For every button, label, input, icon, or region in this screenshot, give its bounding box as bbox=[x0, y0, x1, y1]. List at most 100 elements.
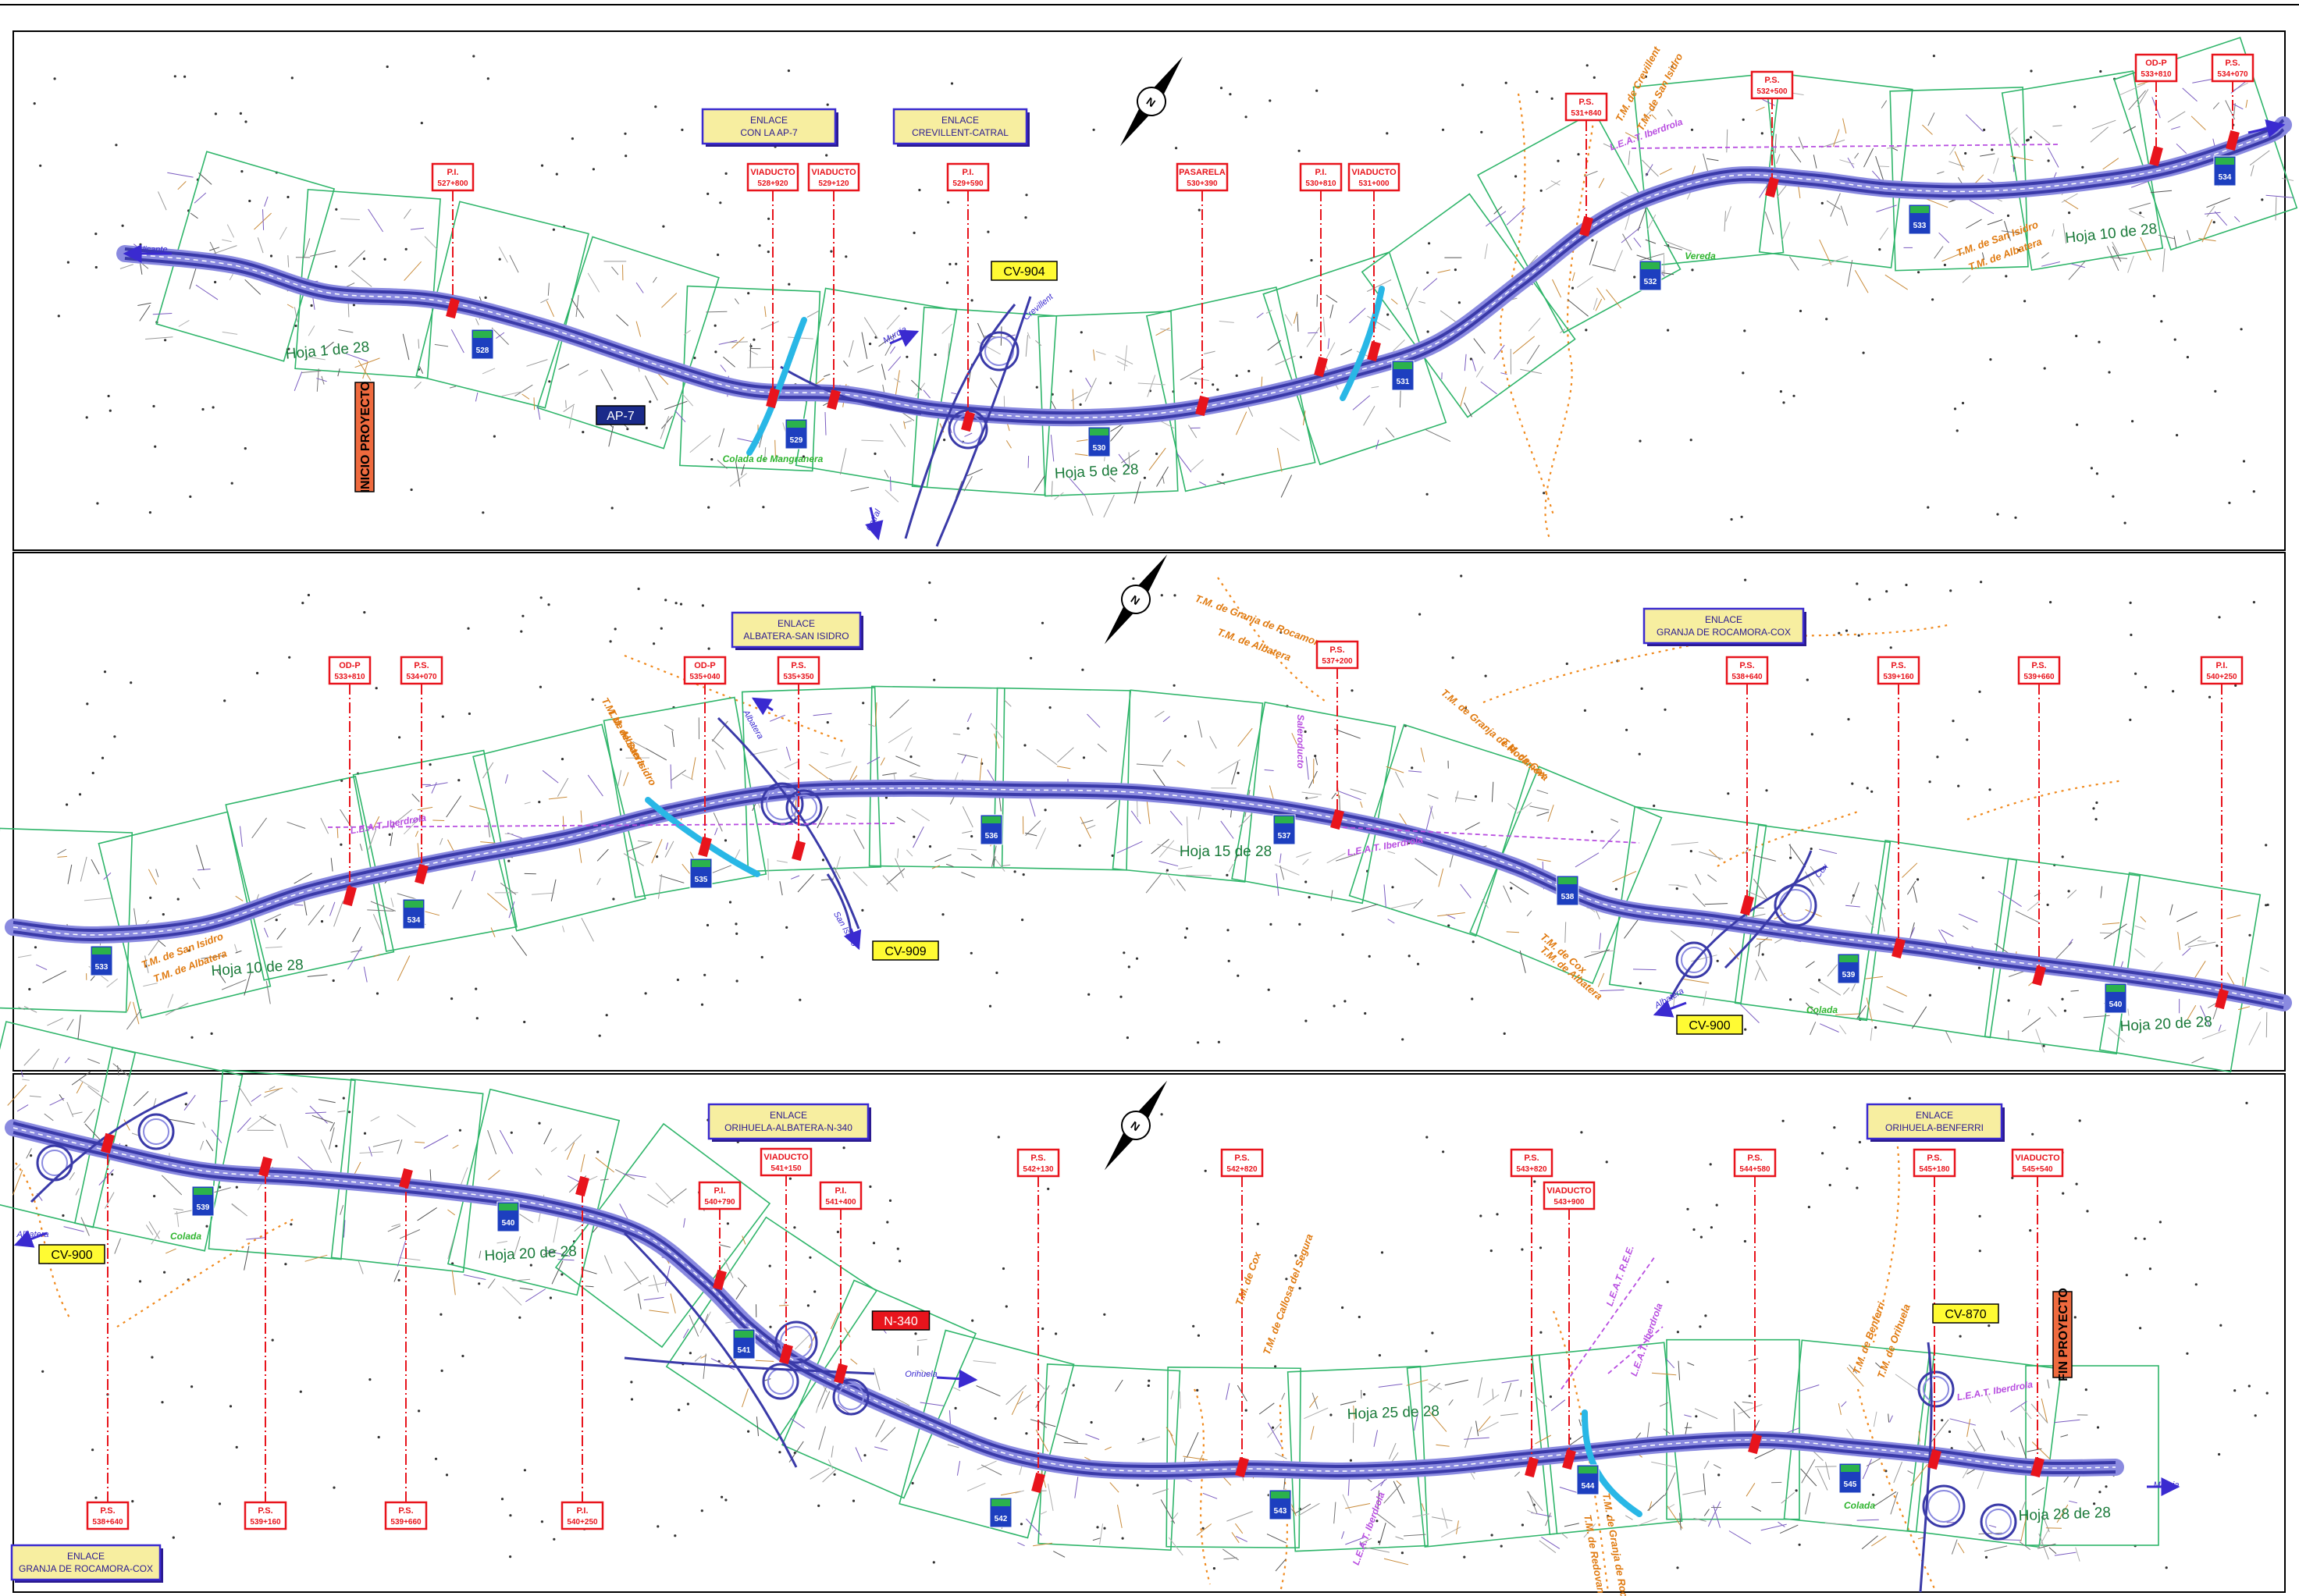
parcel-line bbox=[104, 1192, 115, 1209]
survey-point bbox=[1742, 118, 1745, 121]
parcel-line bbox=[1128, 452, 1130, 467]
parcel-line bbox=[1810, 1022, 1817, 1036]
parcel-line bbox=[1005, 440, 1012, 449]
survey-point bbox=[1799, 309, 1803, 313]
callout-box bbox=[2017, 656, 2061, 685]
parcel-line bbox=[1280, 475, 1293, 498]
parcel-line bbox=[321, 375, 325, 385]
parcel-line bbox=[564, 1134, 582, 1152]
parcel-line bbox=[1800, 1468, 1817, 1487]
parcel-line bbox=[2134, 925, 2145, 930]
survey-point bbox=[450, 997, 454, 1001]
survey-point bbox=[383, 258, 386, 261]
parcel-line bbox=[1886, 146, 1900, 149]
survey-point bbox=[205, 1225, 208, 1228]
parcel-line bbox=[1482, 1394, 1500, 1406]
survey-point bbox=[2090, 467, 2093, 470]
parcel-line bbox=[1637, 1517, 1658, 1527]
parcel-line bbox=[1529, 805, 1550, 811]
parcel-line bbox=[153, 1098, 157, 1107]
parcel-line bbox=[1258, 1402, 1275, 1415]
parcel-line bbox=[414, 382, 422, 389]
parcel-line bbox=[973, 1360, 996, 1364]
survey-point bbox=[269, 254, 273, 258]
callout-pk: 542+130 bbox=[1023, 1165, 1054, 1174]
parcel-line bbox=[1790, 148, 1802, 163]
parcel-line bbox=[888, 356, 902, 371]
parcel-line bbox=[1333, 728, 1361, 739]
parcel-line bbox=[585, 1285, 594, 1288]
parcel-line bbox=[2067, 889, 2077, 899]
survey-point bbox=[1676, 1331, 1679, 1334]
survey-point bbox=[1185, 927, 1189, 930]
parcel-line bbox=[1454, 797, 1475, 802]
parcel-line bbox=[712, 865, 731, 873]
survey-point bbox=[954, 1406, 957, 1409]
parcel-line bbox=[2004, 221, 2011, 241]
parcel-line bbox=[1376, 1512, 1396, 1528]
parcel-line bbox=[1813, 155, 1817, 169]
parcel-line bbox=[1703, 153, 1709, 174]
parcel-line bbox=[1798, 1385, 1820, 1392]
parcel-line bbox=[1475, 1420, 1479, 1437]
parcel-line bbox=[1949, 146, 1956, 155]
parcel-line bbox=[1404, 1534, 1426, 1537]
parcel-line bbox=[1491, 781, 1494, 802]
survey-point bbox=[2098, 1491, 2101, 1494]
parcel-line bbox=[1106, 800, 1117, 809]
parcel-line bbox=[1301, 791, 1322, 795]
parcel-line bbox=[20, 1070, 23, 1078]
parcel-line bbox=[649, 1310, 669, 1313]
survey-point bbox=[1294, 1254, 1297, 1257]
interchange-loop-inner bbox=[1779, 889, 1812, 922]
trail-label: Colada de Mangranera bbox=[723, 453, 824, 464]
project-end-tag: FIN PROYECTO bbox=[2052, 1288, 2073, 1381]
parcel-line bbox=[1237, 1385, 1247, 1402]
survey-point bbox=[461, 1354, 464, 1358]
parcel-line bbox=[1988, 1524, 1997, 1528]
callout-box bbox=[86, 1501, 130, 1530]
callout-type: P.S. bbox=[791, 661, 806, 670]
parcel-line bbox=[651, 839, 663, 864]
parcel-line bbox=[966, 468, 983, 477]
parcel-line bbox=[1583, 1523, 1596, 1538]
interchange-ramp bbox=[904, 304, 1016, 539]
parcel-line bbox=[770, 714, 785, 722]
survey-point bbox=[2029, 136, 2033, 139]
parcel-line bbox=[821, 1391, 831, 1409]
parcel-line bbox=[1186, 1431, 1199, 1459]
parcel-line bbox=[1464, 354, 1467, 371]
survey-point bbox=[62, 1214, 65, 1217]
parcel-line bbox=[635, 321, 642, 337]
parcel-line bbox=[1228, 863, 1234, 873]
parcel-line bbox=[2112, 246, 2122, 262]
survey-point bbox=[826, 103, 829, 106]
survey-point bbox=[1981, 876, 1984, 880]
callout-type: P.S. bbox=[100, 1506, 115, 1516]
parcel-line bbox=[1158, 860, 1179, 867]
parcel-line bbox=[222, 239, 232, 243]
parcel-line bbox=[237, 1117, 251, 1133]
parcel-line bbox=[2020, 1404, 2032, 1420]
parcel-line bbox=[519, 1287, 533, 1291]
parcel-line bbox=[2052, 229, 2055, 237]
km-badge-top bbox=[1090, 428, 1109, 435]
parcel-line bbox=[874, 1446, 888, 1451]
callout-pk: 543+820 bbox=[1516, 1165, 1547, 1174]
parcel-line bbox=[1884, 274, 1908, 290]
parcel-line bbox=[1876, 204, 1897, 212]
survey-point bbox=[1135, 957, 1139, 960]
parcel-line bbox=[775, 454, 781, 460]
parcel-line bbox=[2137, 89, 2149, 108]
parcel-line bbox=[822, 1469, 837, 1483]
parcel-line bbox=[533, 397, 536, 411]
survey-point bbox=[1005, 1305, 1008, 1308]
parcel-line bbox=[126, 1001, 131, 1011]
parcel-line bbox=[994, 733, 1000, 749]
parcel-line bbox=[1753, 878, 1769, 901]
parcel-line bbox=[391, 1223, 400, 1228]
parcel-line bbox=[42, 970, 67, 983]
survey-point bbox=[538, 801, 541, 804]
parcel-line bbox=[279, 1123, 288, 1148]
survey-point bbox=[1583, 709, 1586, 713]
